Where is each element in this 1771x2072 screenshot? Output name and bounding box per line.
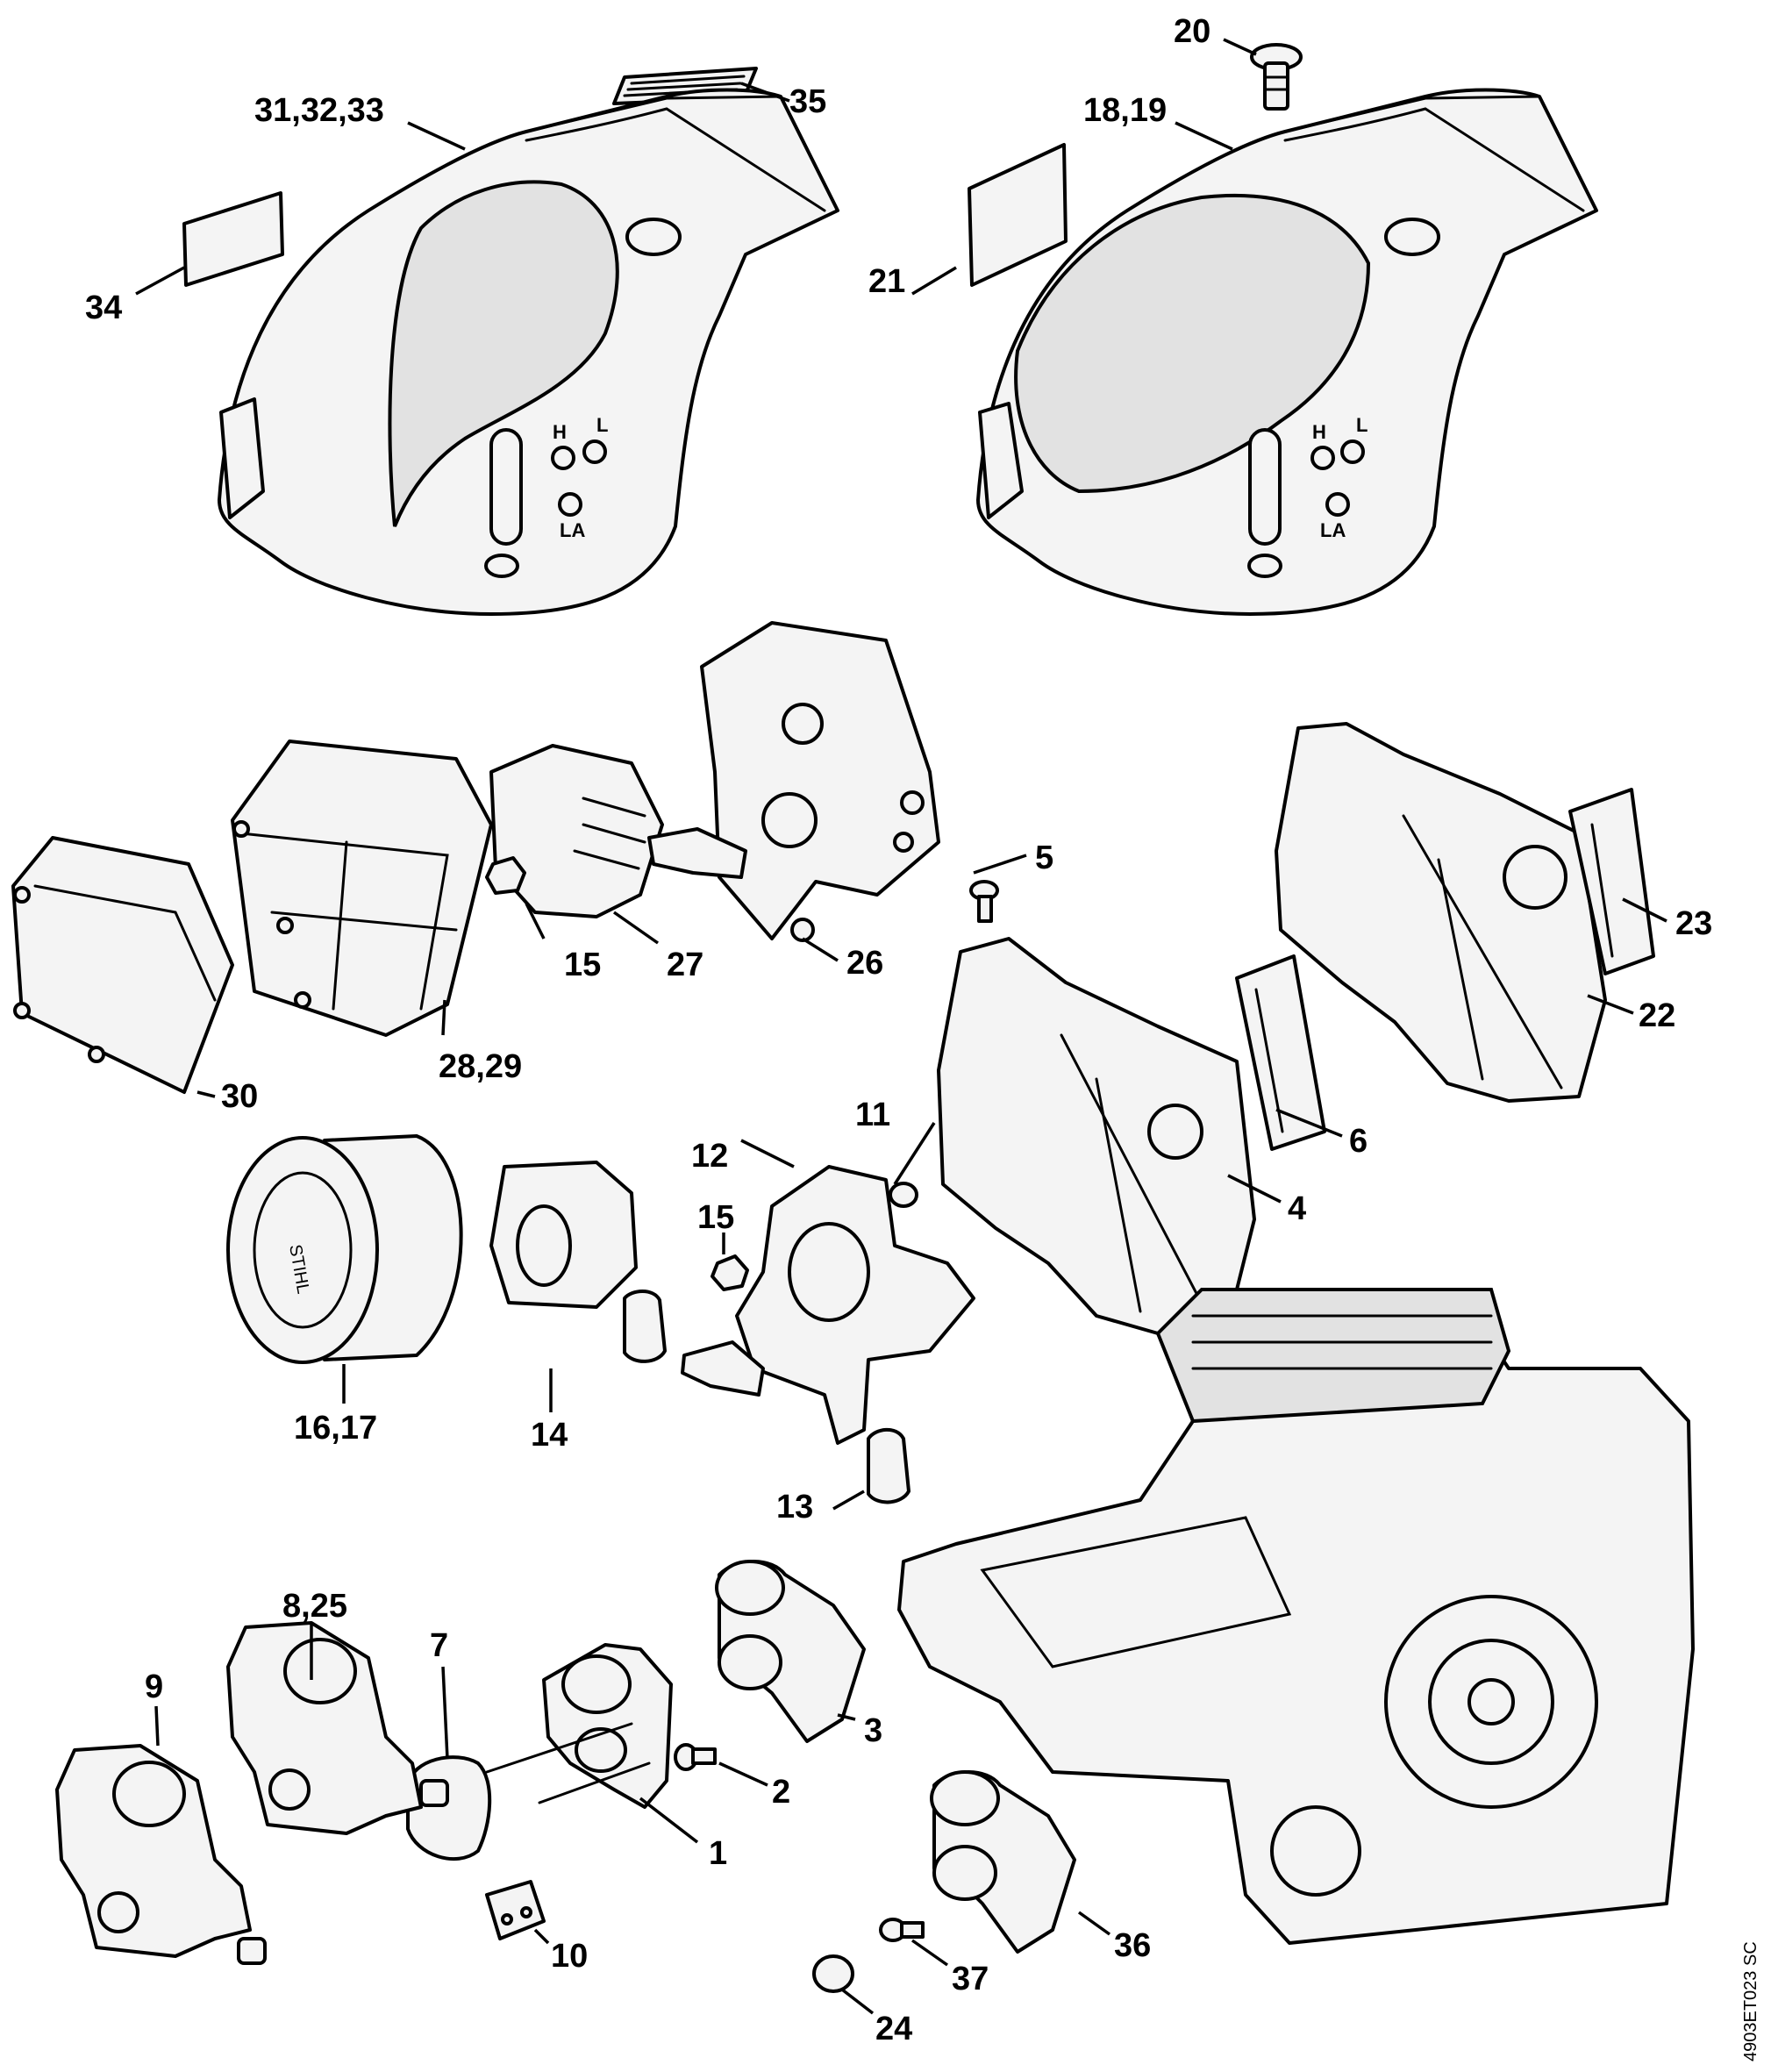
engine-crankcase: [897, 1288, 1695, 1945]
callout-15-upper: 15: [564, 947, 601, 983]
callout-11: 11: [855, 1097, 890, 1133]
callout-21: 21: [868, 263, 905, 300]
drawing-code: 4903ET023 SC: [1741, 1941, 1760, 2061]
carburetor-carrier-12: [681, 1165, 975, 1445]
callout-3: 3: [864, 1712, 882, 1749]
callout-14: 14: [531, 1417, 568, 1454]
callout-37: 37: [952, 1961, 989, 1997]
callout-8-25: 8,25: [282, 1588, 347, 1625]
grommet-13: [867, 1427, 910, 1504]
nut-15-lower: [711, 1254, 749, 1291]
callout-28-29: 28,29: [439, 1048, 522, 1085]
cover-left-label-l: L: [596, 414, 608, 436]
callout-6: 6: [1349, 1123, 1368, 1160]
ring-24: [812, 1954, 854, 1993]
intake-manifold-3: [715, 1560, 866, 1743]
guide-6: [1235, 954, 1326, 1151]
callout-labels: 31,32,33 35 34 20 18,19 21 5 23 22 6 4 1…: [85, 13, 1712, 2047]
screw-37: [879, 1918, 925, 1942]
cover-left-label-h: H: [553, 421, 567, 443]
carburetor-9: [55, 1744, 267, 1965]
callout-24: 24: [875, 2011, 912, 2047]
callout-7: 7: [430, 1627, 448, 1664]
callout-12: 12: [691, 1138, 728, 1175]
cover-right-label-l: L: [1356, 414, 1368, 436]
cover-left-label-la: LA: [560, 519, 585, 541]
callout-31-32-33: 31,32,33: [254, 92, 384, 129]
callout-34: 34: [85, 289, 122, 326]
filter-base-14: [489, 1161, 638, 1309]
screw-5: [969, 880, 999, 923]
screw-20: [1250, 43, 1303, 111]
air-filter-28-29: [231, 739, 493, 1037]
callout-27: 27: [667, 947, 703, 983]
callout-18-19: 18,19: [1083, 92, 1167, 129]
carburetor-8-25: [226, 1621, 449, 1835]
callout-2: 2: [772, 1774, 790, 1811]
filter-cover-30: [11, 836, 234, 1094]
callout-22: 22: [1639, 997, 1675, 1034]
callout-9: 9: [145, 1668, 163, 1705]
callout-4: 4: [1288, 1190, 1306, 1227]
callout-15-lower: 15: [697, 1199, 734, 1236]
label-sticker-21: [968, 143, 1068, 287]
shroud-cover-right: H L LA: [976, 88, 1598, 616]
callout-1: 1: [709, 1835, 727, 1872]
callout-26: 26: [846, 945, 883, 982]
leader-lines: [135, 38, 1667, 2015]
nut-15-upper: [485, 856, 526, 895]
screw-2: [674, 1743, 717, 1771]
o-ring-11: [889, 1182, 918, 1208]
filter-element-16-17: STIHL: [226, 1134, 463, 1364]
callout-13: 13: [776, 1489, 813, 1525]
baffle-22: [1275, 722, 1607, 1103]
shroud-27: [489, 744, 664, 918]
guide-23: [1568, 788, 1655, 975]
callout-10: 10: [551, 1938, 588, 1975]
callout-20: 20: [1174, 13, 1210, 50]
callout-36: 36: [1114, 1927, 1151, 1964]
cover-right-label-la: LA: [1320, 519, 1346, 541]
intake-36: [930, 1770, 1076, 1954]
shroud-cover-left: H L LA: [218, 88, 839, 616]
callout-16-17: 16,17: [294, 1410, 377, 1447]
callout-23: 23: [1675, 905, 1712, 942]
grommet-left: [623, 1290, 667, 1363]
flange-1: [485, 1643, 673, 1809]
baffle-4: [937, 937, 1256, 1335]
spacer-10: [485, 1880, 546, 1940]
cover-right-label-h: H: [1312, 421, 1326, 443]
carburetor-box-26: [647, 621, 940, 942]
label-sticker-34: [182, 191, 284, 287]
callout-30: 30: [221, 1078, 258, 1115]
callout-5: 5: [1035, 840, 1053, 876]
callout-35: 35: [789, 83, 826, 120]
